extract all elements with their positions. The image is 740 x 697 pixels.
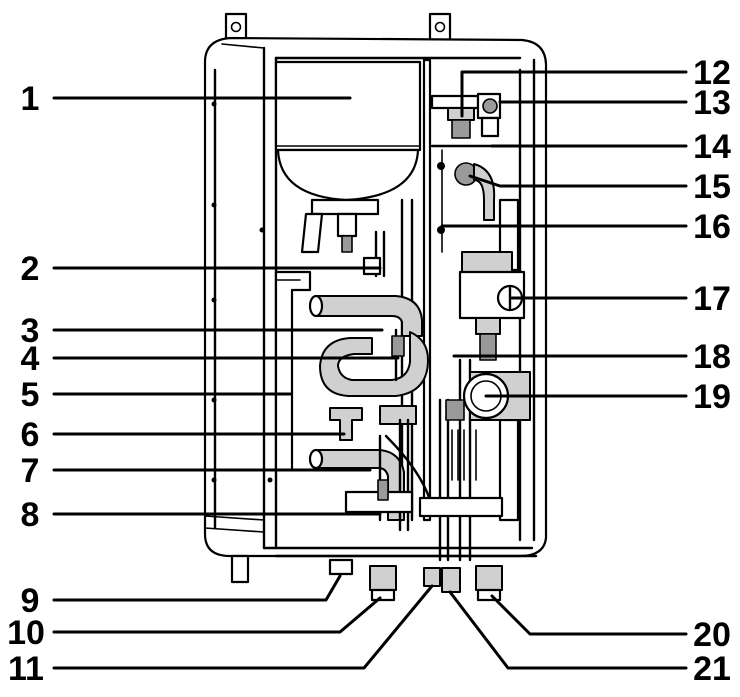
callout-20: 20 xyxy=(693,616,731,654)
callout-19: 19 xyxy=(693,378,731,416)
callout-2: 2 xyxy=(21,250,40,288)
callout-21: 21 xyxy=(693,650,731,688)
bottom-manifold xyxy=(274,479,538,558)
leader-20 xyxy=(490,594,688,636)
callout-4: 4 xyxy=(21,340,40,378)
bottom-right-assembly xyxy=(445,371,531,481)
callout-15: 15 xyxy=(693,168,731,206)
callout-16: 16 xyxy=(693,208,731,246)
callout-17: 17 xyxy=(693,280,731,318)
callout-13: 13 xyxy=(693,84,731,122)
callout-3: 3 xyxy=(21,312,40,350)
sensor-assembly xyxy=(437,149,496,253)
expansion-vessel xyxy=(274,60,422,254)
top-right-assembly xyxy=(430,92,502,148)
callout-5: 5 xyxy=(21,376,40,414)
callout-8: 8 xyxy=(21,496,40,534)
callout-7: 7 xyxy=(21,452,40,490)
bottom-connections xyxy=(230,554,503,602)
callout-11: 11 xyxy=(8,650,44,688)
leader-21 xyxy=(448,590,688,670)
callout-numbers: 1 2 3 4 5 6 7 8 9 10 11 12 13 14 15 16 1… xyxy=(7,54,731,688)
callout-10: 10 xyxy=(7,614,45,652)
leader-15 xyxy=(468,174,688,188)
callout-9: 9 xyxy=(21,582,40,620)
circulation-pump xyxy=(458,251,526,361)
leader-9 xyxy=(52,574,342,602)
leader-12 xyxy=(460,70,688,118)
callout-14: 14 xyxy=(693,128,731,166)
callout-6: 6 xyxy=(21,416,40,454)
leader-lines xyxy=(52,70,688,670)
leader-11 xyxy=(52,584,434,670)
callout-18: 18 xyxy=(693,338,731,376)
leader-10 xyxy=(52,596,382,634)
callout-12: 12 xyxy=(693,54,731,92)
callout-1: 1 xyxy=(21,80,40,118)
